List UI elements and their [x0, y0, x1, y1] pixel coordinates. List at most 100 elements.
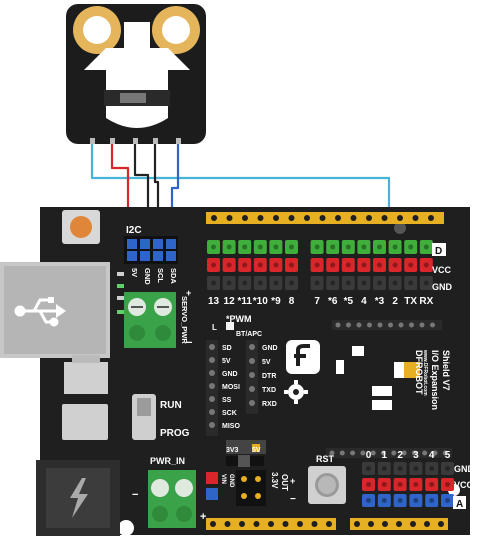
chip-hole [388, 322, 393, 328]
bt-apc-label: BT/APC [236, 331, 262, 338]
digital-pin-label: *10 [253, 296, 268, 307]
pin-hole [377, 262, 382, 268]
pin-hole [330, 280, 336, 286]
digital-pin [222, 258, 236, 272]
digital-pin-label: RX [419, 296, 433, 307]
brand-block: DFROBOT www.DFRobot.com I/O Expansion Sh… [414, 349, 451, 410]
analog-pin [393, 462, 407, 475]
pin-hole [381, 466, 387, 471]
analog-gnd-label: GND [454, 464, 475, 474]
pin-hole [381, 482, 387, 487]
header-hole [211, 215, 217, 221]
analog-pin [409, 494, 423, 507]
pwr-minus: − [132, 489, 138, 501]
header-hole [397, 215, 403, 221]
row-vcc-label: VCC [432, 265, 452, 275]
out-33v-label: 3.3V [270, 472, 279, 489]
row-d-badge [432, 243, 446, 256]
row-gnd-label: GND [432, 282, 453, 292]
digital-pin [238, 240, 252, 254]
chip-hole [356, 322, 362, 328]
digital-pin-label: 12 [224, 296, 236, 307]
analog-a-label: A [456, 499, 463, 510]
analog-vcc-label: VCC [454, 480, 474, 490]
chip-hole [401, 450, 407, 456]
header-hole [354, 521, 360, 527]
vin-gnd-pins [206, 472, 218, 500]
gnd-small-label: GND [228, 474, 234, 488]
spi-hole [209, 344, 215, 350]
pin-hole [345, 280, 351, 286]
analog-pin [425, 462, 439, 475]
pin-hole [361, 262, 367, 268]
chip-hole [335, 322, 341, 328]
header-hole [366, 215, 372, 221]
chip-hole [409, 322, 414, 328]
i2c-pin [166, 239, 176, 249]
header-hole [368, 521, 374, 527]
pin-hole [392, 244, 398, 250]
pin-hole [397, 466, 403, 471]
pin-hole [314, 280, 320, 286]
pin-hole [397, 482, 403, 487]
analog-pin [409, 462, 423, 475]
i2c-pin [166, 251, 176, 261]
header-hole [304, 215, 310, 221]
pin-hole [445, 482, 450, 487]
header-hole [297, 521, 303, 527]
digital-pin [357, 258, 371, 272]
pwr-in-label: PWR_IN [150, 456, 185, 466]
bt-pin-label: DTR [262, 373, 276, 380]
analog-pin [409, 478, 423, 491]
digital-pin [253, 240, 267, 254]
analog-pin [425, 478, 439, 491]
chip-hole [411, 450, 417, 456]
digital-pin [373, 240, 386, 254]
chip-hole [430, 322, 435, 328]
run-label: RUN [160, 400, 182, 411]
digital-pin [357, 276, 371, 290]
chip-hole [346, 322, 351, 328]
label-gnd: GND [143, 268, 152, 285]
pwm-label: *PWM [226, 314, 252, 324]
header-hole [226, 215, 233, 221]
pin-hole [397, 498, 403, 503]
bt-header [246, 340, 258, 414]
3v3-label: 3V3 [226, 447, 239, 454]
label-scl: SCL [156, 268, 165, 283]
spi-pin-label: MOSI [222, 384, 240, 391]
jumper-3v3-5v [226, 455, 264, 467]
digital-pin [373, 258, 386, 272]
pin-hole [257, 244, 263, 250]
mount-hole [394, 222, 406, 234]
run-prog-switch [132, 394, 156, 440]
pin-hole [211, 280, 216, 286]
digital-pin [404, 240, 418, 254]
pin-hole [345, 262, 351, 268]
analog-pin [441, 494, 454, 507]
brand-url: www.DFRobot.com [422, 349, 428, 396]
rst-label: RST [316, 454, 335, 464]
digital-pin-label: *9 [271, 296, 281, 307]
digital-pin [373, 276, 386, 290]
digital-pin [326, 240, 340, 254]
pwr-plus: + [200, 511, 206, 523]
dc-power-jack [36, 460, 120, 536]
digital-pin [222, 276, 236, 290]
pin-hole [314, 262, 320, 268]
pin-hole [242, 244, 248, 250]
analog-pin [377, 478, 391, 491]
analog-pin [393, 478, 407, 491]
chip-hole [360, 450, 366, 456]
chip-hole [350, 450, 356, 456]
voltage-regulator [64, 355, 108, 394]
analog-pin-label: 2 [397, 450, 403, 461]
pin-hole [273, 244, 279, 250]
digital-header-top [206, 212, 444, 224]
analog-pin [393, 494, 407, 507]
chip-hole [367, 322, 372, 328]
header-hole [268, 521, 274, 527]
chip-hole [432, 450, 438, 456]
spi-header [206, 340, 218, 436]
